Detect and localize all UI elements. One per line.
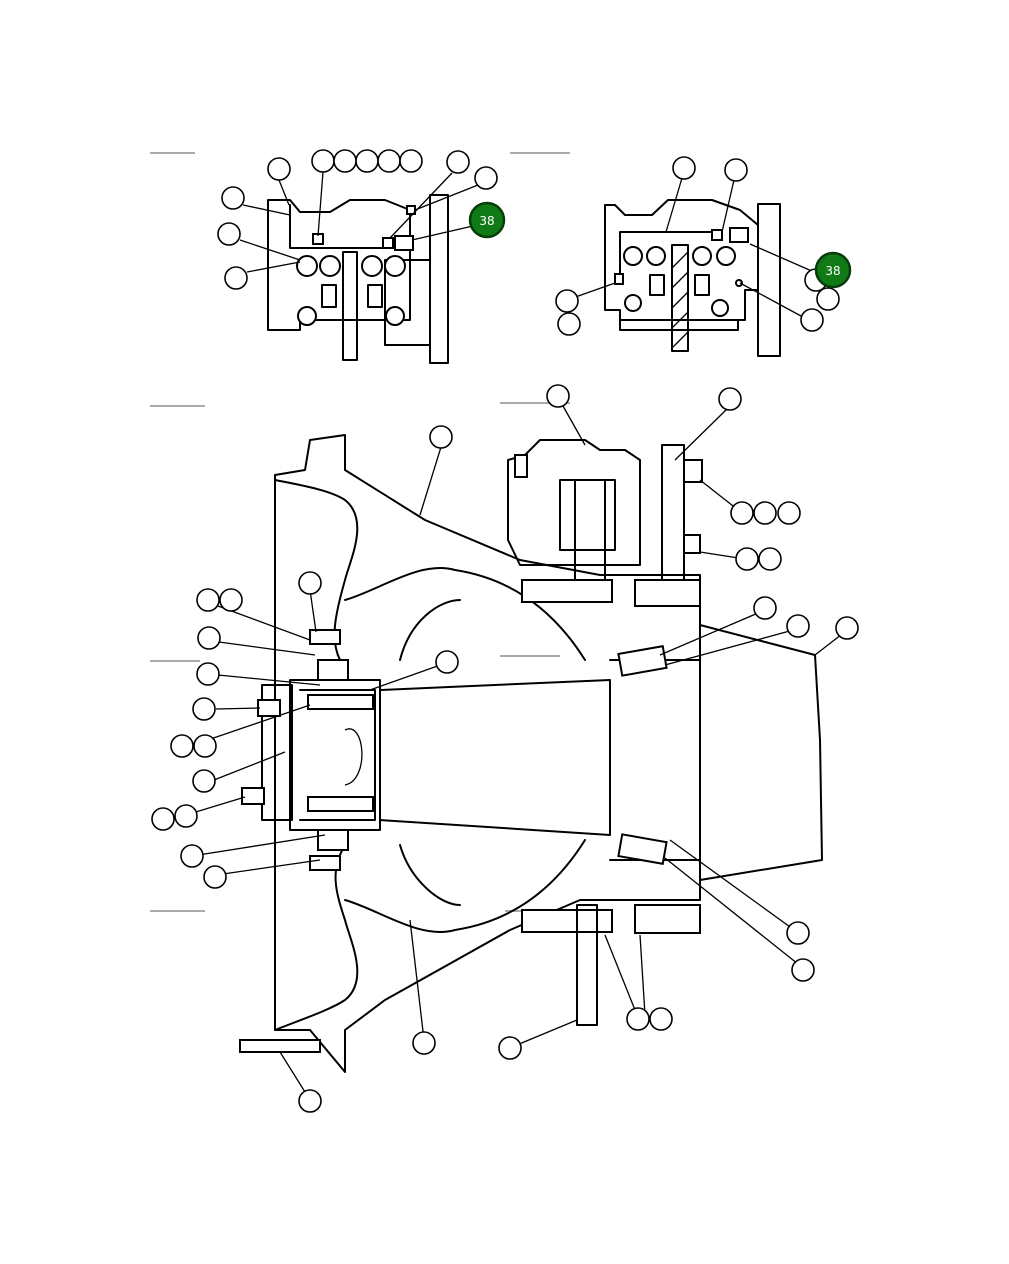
callout-circle[interactable] (649, 1007, 673, 1031)
callout-38-label: 38 (825, 264, 840, 278)
inset-right-caliper-view (604, 199, 781, 357)
callout-circle[interactable] (735, 547, 759, 571)
callout-circle[interactable] (224, 266, 248, 290)
callout-circle[interactable] (730, 501, 754, 525)
callout-38-inset-left[interactable]: 38 (468, 201, 506, 239)
callout-circle[interactable] (219, 588, 243, 612)
callout-circle[interactable] (718, 387, 742, 411)
inset-right-callouts: 38 (555, 156, 852, 336)
callout-circle[interactable] (446, 150, 470, 174)
lower-caliper-bolts (521, 904, 701, 1026)
callout-circle[interactable] (555, 289, 579, 313)
inset-left-callouts: 38 (217, 149, 506, 290)
callout-circle[interactable] (724, 158, 748, 182)
callout-circle[interactable] (474, 166, 498, 190)
callout-circle[interactable] (835, 616, 859, 640)
callout-circle[interactable] (197, 626, 221, 650)
callout-circle[interactable] (786, 921, 810, 945)
callout-circle[interactable] (786, 614, 810, 638)
main-hub-assembly-view (239, 434, 823, 1073)
callout-circle[interactable] (753, 596, 777, 620)
callout-circle[interactable] (170, 734, 194, 758)
callout-circle[interactable] (777, 501, 801, 525)
callout-circle[interactable] (298, 1089, 322, 1113)
callout-circle[interactable] (791, 958, 815, 982)
callout-circle[interactable] (377, 149, 401, 173)
callout-circle[interactable] (221, 186, 245, 210)
callout-circle[interactable] (429, 425, 453, 449)
callout-circle[interactable] (174, 804, 198, 828)
callout-circle[interactable] (412, 1031, 436, 1055)
callout-38-label: 38 (479, 214, 494, 228)
main-view-callouts (151, 384, 859, 1113)
callout-circle[interactable] (333, 149, 357, 173)
callout-circle[interactable] (267, 157, 291, 181)
callout-circle[interactable] (816, 287, 840, 311)
callout-circle[interactable] (151, 807, 175, 831)
callout-circle[interactable] (399, 149, 423, 173)
callout-circle[interactable] (180, 844, 204, 868)
callout-circle[interactable] (758, 547, 782, 571)
callout-circle[interactable] (355, 149, 379, 173)
callout-circle[interactable] (196, 662, 220, 686)
callout-circle[interactable] (557, 312, 581, 336)
callout-circle[interactable] (311, 149, 335, 173)
callout-circle[interactable] (193, 734, 217, 758)
inset-left-caliper-view (267, 194, 449, 364)
callout-circle[interactable] (546, 384, 570, 408)
callout-circle[interactable] (672, 156, 696, 180)
callout-circle[interactable] (203, 865, 227, 889)
callout-circle[interactable] (435, 650, 459, 674)
callout-circle[interactable] (800, 308, 824, 332)
callout-circle[interactable] (298, 571, 322, 595)
callout-38-inset-right[interactable]: 38 (814, 251, 852, 289)
callout-circle[interactable] (192, 769, 216, 793)
wheel-studs (241, 629, 374, 871)
callout-circle[interactable] (192, 697, 216, 721)
callout-circle[interactable] (217, 222, 241, 246)
callout-circle[interactable] (196, 588, 220, 612)
callout-circle[interactable] (498, 1036, 522, 1060)
callout-circle[interactable] (626, 1007, 650, 1031)
upper-caliper (507, 439, 703, 607)
callout-circle[interactable] (753, 501, 777, 525)
